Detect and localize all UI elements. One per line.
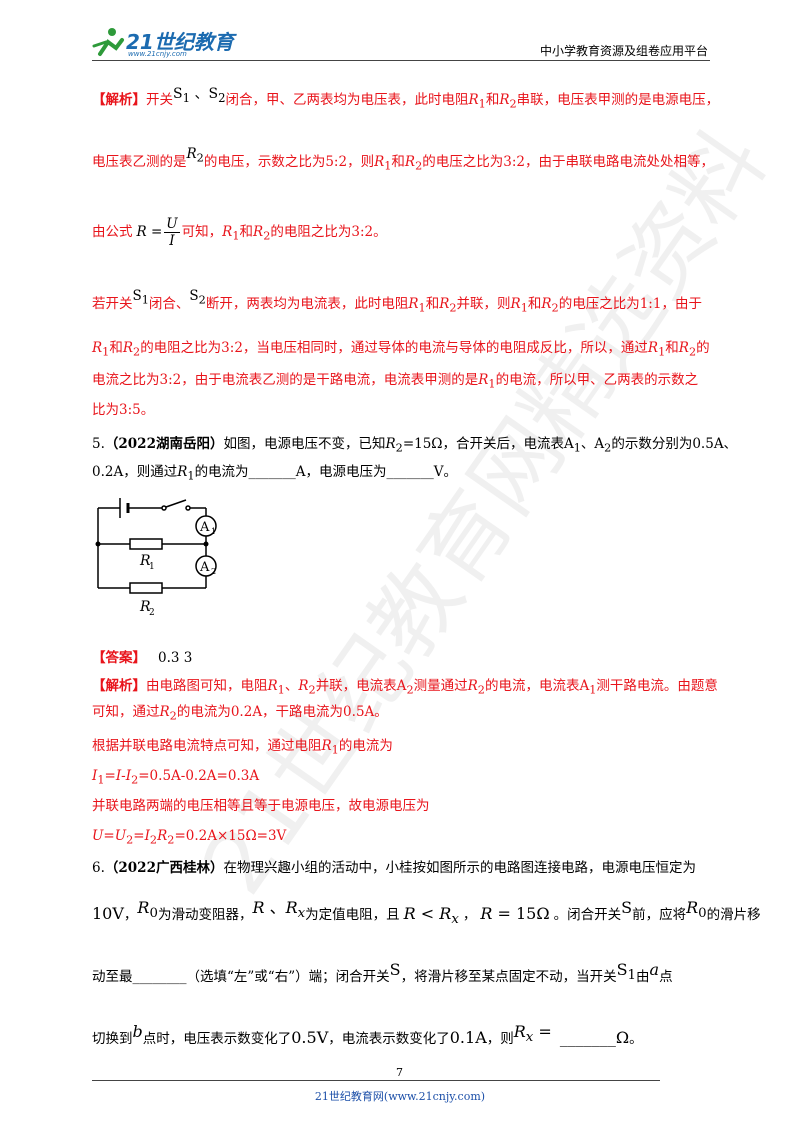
q5-stem-line1: 5.（2022湖南岳阳）如图，电源电压不变，已知R2=15Ω，合开关后，电流表A…: [92, 436, 738, 455]
logo-runner-icon: [92, 28, 124, 56]
resistor-r1-label: R: [139, 553, 151, 569]
platform-name: 中小学教育资源及组卷应用平台: [539, 44, 708, 58]
q4-analysis-line2: 电压表乙测的是R2的电压，示数之比为5:2，则R1和R2的电压之比为3:2，由于…: [92, 146, 714, 173]
ammeter-a1-label: A: [199, 520, 210, 535]
q5-analysis-line2: 可知，通过R2的电流为0.2A，干路电流为0.5A。: [92, 704, 388, 723]
q6-stem-line3: 动至最________（选填“左”或“右”）端；闭合开关S，将滑片移至某点固定不…: [92, 960, 673, 985]
ammeter-a2-label: A: [199, 560, 210, 575]
svg-text:2: 2: [211, 567, 216, 576]
q5-analysis-line4: I1=I-I2=0.5A-0.2A=0.3A: [92, 768, 260, 787]
svg-text:2: 2: [149, 608, 155, 618]
q5-answer: 【答案】0.3 3: [92, 650, 193, 666]
q4-analysis-line7: 比为3:5。: [92, 402, 155, 418]
resistor-r2-label: R: [139, 599, 151, 615]
q6-stem-line4: 切换到b点时，电压表示数变化了0.5V，电流表示数变化了0.1A，则Rx =__…: [92, 1022, 643, 1047]
q4-analysis-line1: 【解析】开关S1 、S2闭合，甲、乙两表均为电压表，此时电阻R1和R2串联，电压…: [92, 86, 720, 111]
q5-analysis-line5: 并联电路两端的电压相等且等于电源电压，故电源电压为: [92, 798, 430, 814]
q5-analysis-line6: U=U2=I2R2=0.2A×15Ω=3V: [92, 828, 287, 847]
q4-analysis-line4: 若开关S1闭合、S2断开，两表均为电流表，此时电阻R1和R2并联，则R1和R2的…: [92, 288, 702, 315]
header-rule: [92, 60, 710, 61]
q5-stem-line2: 0.2A，则通过R1的电流为_______A，电源电压为_______V。: [92, 464, 458, 483]
q4-analysis-line5: R1和R2的电阻之比为3:2，当电压相同时，通过导体的电流与导体的电阻成反比，所…: [92, 340, 710, 359]
q4-analysis-line6: 电流之比为3:2，由于电流表乙测的是干路电流，电流表甲测的是R1的电流，所以甲、…: [92, 372, 699, 391]
svg-text:1: 1: [149, 562, 155, 572]
logo-text: 21世纪教育: [126, 30, 234, 54]
q5-circuit-diagram: A 1 A 2 R 1 R 2: [95, 498, 217, 618]
logo-url: www.21cnjy.com: [128, 50, 187, 58]
page-number: 7: [396, 1066, 403, 1079]
q6-stem-line1: 6.（2022广西桂林）在物理兴趣小组的活动中，小桂按如图所示的电路图连接电路，…: [92, 860, 696, 876]
q5-analysis-line1: 【解析】由电路图可知，电阻R1、R2并联，电流表A2测量通过R2的电流，电流表A…: [92, 678, 718, 697]
q5-analysis-line3: 根据并联电路电流特点可知，通过电阻R1的电流为: [92, 738, 393, 757]
svg-text:1: 1: [211, 527, 216, 536]
footer-rule: [92, 1080, 660, 1081]
footer-link[interactable]: 21世纪教育网(www.21cnjy.com): [314, 1090, 486, 1103]
